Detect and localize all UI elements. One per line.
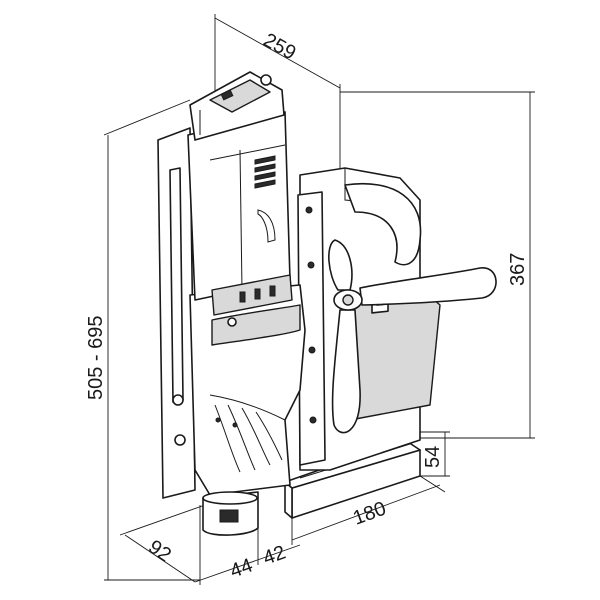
spindle — [202, 491, 259, 536]
dim-line-92 — [124, 534, 196, 583]
ext-line-180-right — [419, 475, 446, 493]
dim-height-total: 505 - 695 — [85, 315, 107, 400]
dim-spindle-offset-b: 42 — [260, 541, 288, 569]
dim-spindle-offset-a: 44 — [227, 554, 255, 582]
top-screw — [260, 74, 272, 86]
brush-cap — [220, 89, 234, 101]
dim-depth-top: 259 — [260, 29, 300, 64]
carriage-plate — [157, 127, 196, 499]
feed-handle — [328, 239, 497, 434]
dim-line-259 — [214, 17, 341, 89]
ext-line-92-top — [119, 504, 206, 536]
motor-housing — [187, 111, 293, 327]
dim-height-right: 367 — [507, 253, 529, 286]
dim-line-180 — [291, 484, 441, 541]
dim-base-length: 180 — [350, 498, 389, 530]
motor-top-cap — [189, 71, 285, 141]
dim-bottom-offset: 92 — [144, 536, 175, 567]
ext-line-505-top — [103, 99, 191, 136]
arbor-socket — [219, 509, 239, 523]
gearbox — [189, 284, 306, 496]
dim-base-height: 54 — [422, 446, 444, 468]
dim-line-44-42 — [194, 544, 301, 583]
